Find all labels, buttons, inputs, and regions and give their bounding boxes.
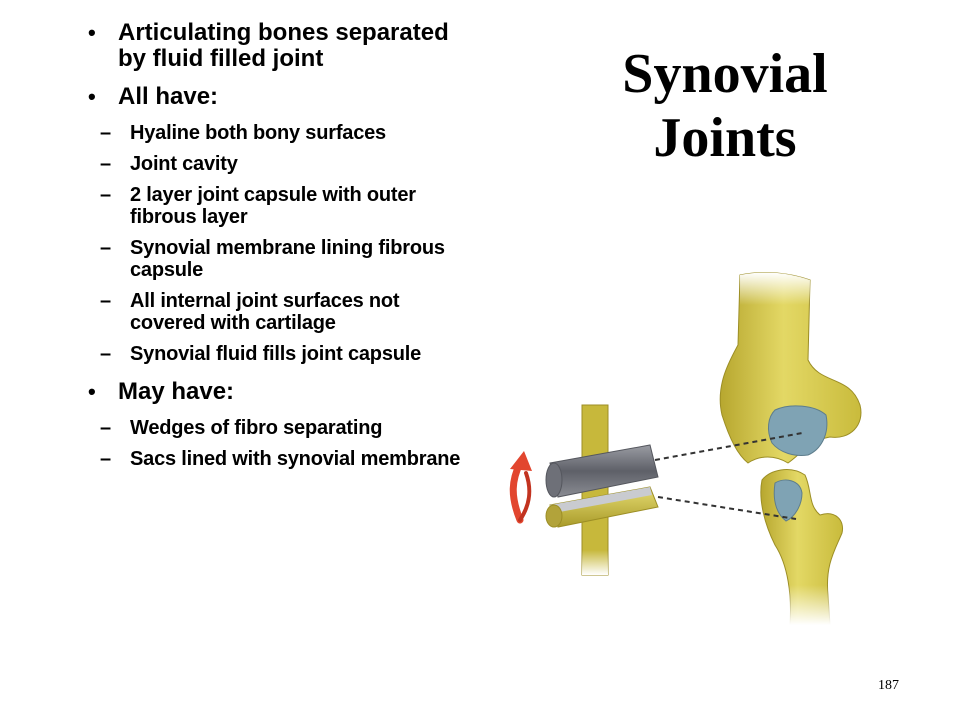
sub-bullet-item: –Sacs lined with synovial membrane	[88, 448, 473, 470]
slide-title: Synovial Joints	[600, 42, 850, 170]
hinge-joint-illustration	[509, 272, 862, 625]
sub-bullet-item: –Wedges of fibro separating	[88, 417, 473, 439]
title-line: Synovial	[622, 43, 828, 105]
rotation-arrow-icon	[509, 451, 532, 524]
title-line: Joints	[653, 107, 797, 169]
sub-bullet-item: –Joint cavity	[88, 153, 473, 175]
bullet-text: Articulating bones separated by fluid fi…	[118, 19, 449, 72]
sub-bullet-text: 2 layer joint capsule with outer fibrous…	[130, 184, 416, 228]
dash-icon: –	[100, 122, 111, 144]
bullet-list: • Articulating bones separated by fluid …	[88, 20, 473, 484]
sub-bullet-text: Wedges of fibro separating	[130, 417, 383, 439]
bullet-dot-icon: •	[88, 20, 96, 45]
page-number: 187	[878, 678, 899, 693]
sub-bullet-text: Hyaline both bony surfaces	[130, 122, 386, 144]
bullet-text: All have:	[118, 83, 219, 110]
sub-bullet-item: –Synovial fluid fills joint capsule	[88, 343, 473, 365]
sub-bullet-item: –Synovial membrane lining fibrous capsul…	[88, 237, 473, 281]
bullet-text: May have:	[118, 378, 235, 405]
bullet-item: • All have:	[88, 84, 473, 110]
sub-bullet-text: Sacs lined with synovial membrane	[130, 448, 461, 470]
dash-icon: –	[100, 184, 111, 206]
sub-bullet-text: All internal joint surfaces not covered …	[130, 290, 400, 334]
bullet-dot-icon: •	[88, 84, 96, 109]
sub-bullet-text: Joint cavity	[130, 153, 238, 175]
bullet-item: • Articulating bones separated by fluid …	[88, 20, 473, 72]
hinge-model	[545, 404, 659, 576]
ulna-bone	[760, 469, 844, 625]
dash-icon: –	[100, 237, 111, 259]
sub-bullet-list: –Hyaline both bony surfaces –Joint cavit…	[88, 122, 473, 365]
dash-icon: –	[100, 153, 111, 175]
dash-icon: –	[100, 417, 111, 439]
sub-bullet-text: Synovial membrane lining fibrous capsule	[130, 237, 445, 281]
dash-icon: –	[100, 290, 111, 312]
bullet-dot-icon: •	[88, 379, 96, 404]
dash-icon: –	[100, 448, 111, 470]
sub-bullet-item: –2 layer joint capsule with outer fibrou…	[88, 184, 473, 228]
humerus-bone	[719, 272, 862, 464]
connector-lines	[654, 432, 803, 520]
sub-bullet-text: Synovial fluid fills joint capsule	[130, 343, 422, 365]
dash-icon: –	[100, 343, 111, 365]
sub-bullet-item: –Hyaline both bony surfaces	[88, 122, 473, 144]
bullet-item: • May have:	[88, 379, 473, 405]
sub-bullet-item: –All internal joint surfaces not covered…	[88, 290, 473, 334]
sub-bullet-list: –Wedges of fibro separating –Sacs lined …	[88, 417, 473, 470]
